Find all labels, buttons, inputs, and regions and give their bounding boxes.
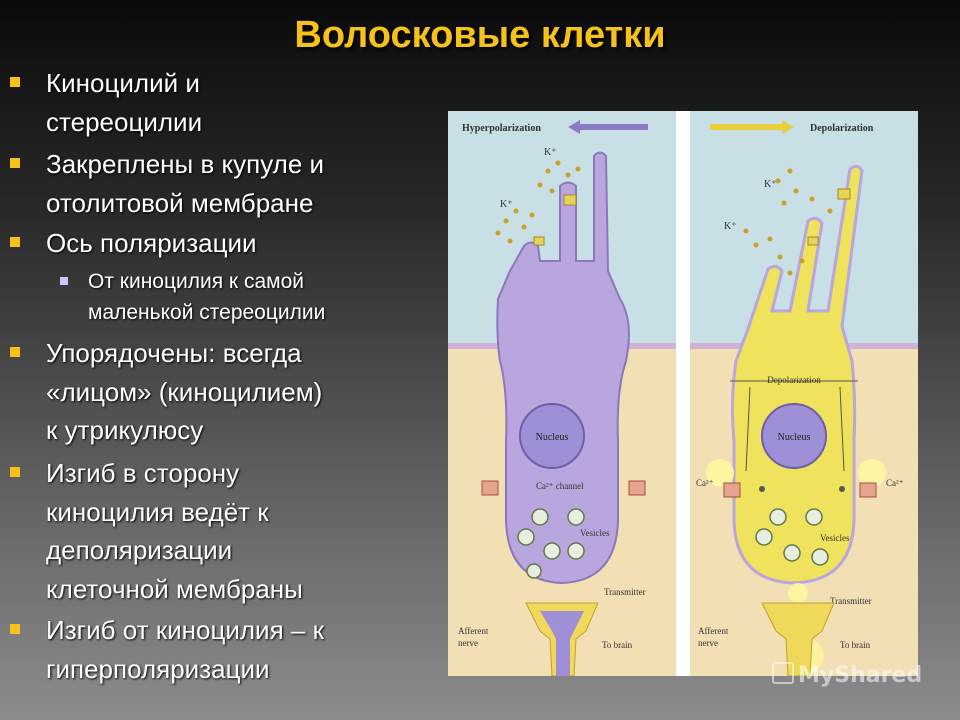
k-ions — [743, 168, 833, 276]
svg-text:K⁺: K⁺ — [544, 147, 557, 158]
vesicles — [755, 508, 829, 566]
nucleus — [761, 403, 827, 469]
bullet-square-icon — [10, 347, 20, 357]
svg-text:nerve: nerve — [458, 638, 478, 648]
bullet-item: Закреплены в купуле и отолитовой мембран… — [10, 145, 410, 222]
svg-text:nerve: nerve — [698, 638, 718, 648]
bullet-square-icon — [10, 624, 20, 634]
ca-channel-icon — [481, 480, 499, 496]
ca-channel-icon — [859, 482, 877, 498]
svg-text:K⁺: K⁺ — [724, 221, 737, 232]
svg-text:Ca²⁺: Ca²⁺ — [886, 478, 904, 488]
bullet-item: Изгиб от киноцилия – к гиперполяризации — [10, 611, 410, 688]
ca-channel-icon — [723, 482, 741, 498]
svg-text:Depolarization: Depolarization — [810, 123, 874, 134]
hair-cell-body — [730, 164, 864, 585]
svg-text:To brain: To brain — [602, 640, 633, 650]
svg-text:Depolarization: Depolarization — [767, 375, 821, 385]
bullet-square-icon — [10, 158, 20, 168]
arrow-left-icon — [568, 120, 648, 134]
svg-text:K⁺: K⁺ — [764, 179, 777, 190]
sub-bullet-item: От киноцилия к самой маленькой стереоцил… — [10, 266, 410, 328]
bullet-item: Изгиб в сторону киноцилия ведёт к деполя… — [10, 454, 410, 608]
bullet-square-icon — [10, 77, 20, 87]
channel-icon — [837, 188, 851, 200]
nucleus — [519, 403, 585, 469]
depolarization-diagram: Depolarization K⁺ K⁺ Depolarization — [690, 111, 918, 676]
channel-icon — [533, 236, 545, 246]
channel-icon — [807, 236, 819, 246]
watermark-icon — [772, 662, 794, 684]
svg-text:To brain: To brain — [840, 640, 871, 650]
svg-text:Nucleus: Nucleus — [536, 432, 569, 443]
sub-bullet-square-icon — [60, 277, 68, 285]
afferent-nerve — [761, 602, 835, 676]
bullet-item: Киноцилий и стереоцилии — [10, 64, 410, 141]
svg-text:Vesicles: Vesicles — [580, 528, 610, 538]
svg-text:Transmitter: Transmitter — [830, 596, 872, 606]
svg-text:Ca²⁺: Ca²⁺ — [696, 478, 714, 488]
bullet-square-icon — [10, 467, 20, 477]
hyperpolarization-panel: Hyperpolarization K⁺ K⁺ Nucleus Ca²⁺ cha… — [448, 111, 676, 676]
svg-text:Transmitter: Transmitter — [604, 587, 646, 597]
arrow-right-icon — [710, 120, 794, 134]
watermark: MyShared — [772, 662, 922, 688]
bullet-square-icon — [10, 237, 20, 247]
svg-text:Afferent: Afferent — [458, 626, 489, 636]
channel-icon — [563, 194, 577, 206]
depolarization-panel: Depolarization K⁺ K⁺ Depolarization — [690, 111, 918, 676]
svg-text:K⁺: K⁺ — [500, 199, 513, 210]
panel-heading: Hyperpolarization — [462, 123, 541, 134]
svg-text:Ca²⁺ channel: Ca²⁺ channel — [536, 481, 584, 491]
svg-text:Vesicles: Vesicles — [820, 533, 850, 543]
slide-title: Волосковые клетки — [294, 14, 666, 56]
hair-cell-figure: Hyperpolarization K⁺ K⁺ Nucleus Ca²⁺ cha… — [448, 111, 918, 676]
hair-cell-body — [496, 151, 630, 585]
bullet-item: Ось поляризации — [10, 224, 410, 263]
hyperpolarization-diagram: Hyperpolarization K⁺ K⁺ Nucleus Ca²⁺ cha… — [448, 111, 676, 676]
svg-text:Nucleus: Nucleus — [778, 432, 811, 443]
k-ions — [495, 160, 581, 244]
vesicles — [517, 508, 585, 579]
ca-channel-icon — [628, 480, 646, 496]
svg-text:Afferent: Afferent — [698, 626, 729, 636]
bullet-item: Упорядочены: всегда «лицом» (киноцилием)… — [10, 334, 410, 450]
